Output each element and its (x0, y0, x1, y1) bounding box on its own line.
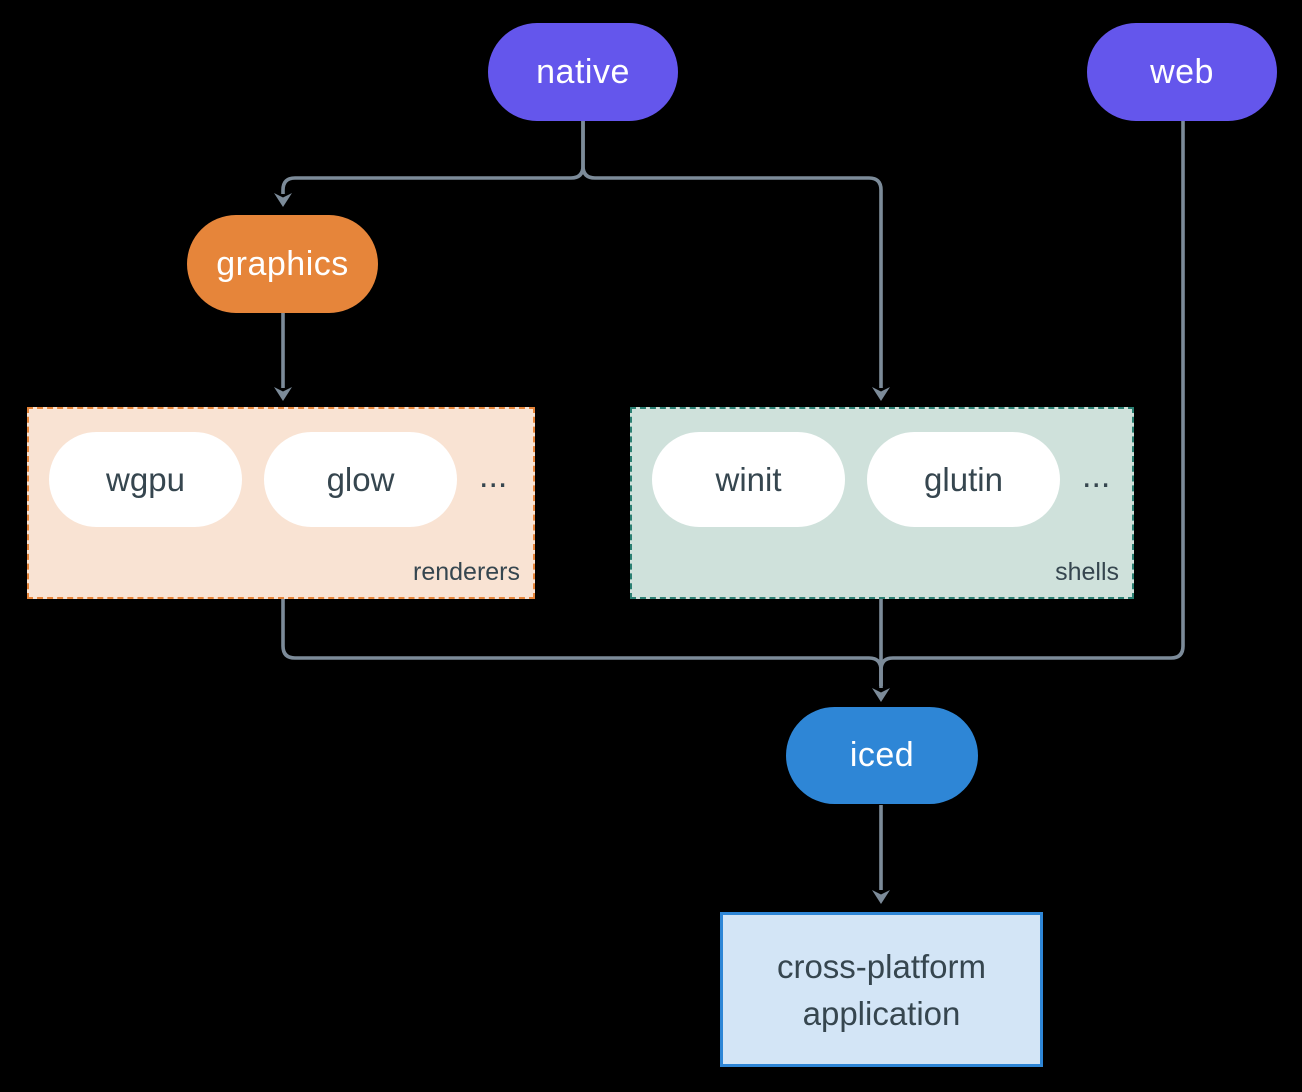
application-label-line2: application (802, 994, 961, 1032)
application-label-line1: cross-platform (776, 947, 987, 985)
edge-native-shells (581, 121, 883, 388)
arrowhead-down-icon (872, 387, 890, 401)
group-renderers: wgpu glow ... renderers (27, 407, 535, 599)
edge-native-graphics (281, 121, 585, 194)
edge-renderers-iced (281, 599, 883, 686)
renderers-pill-row: wgpu glow ... (29, 409, 533, 527)
node-graphics: graphics (187, 215, 378, 313)
group-label-shells: shells (1055, 558, 1119, 586)
pill-winit: winit (652, 432, 845, 527)
node-cross-platform-application: cross-platform application (720, 912, 1043, 1067)
arrowhead-down-icon (274, 387, 292, 401)
node-web: web (1087, 23, 1277, 121)
pill-wgpu: wgpu (49, 432, 242, 527)
renderers-ellipsis: ... (479, 457, 508, 495)
group-shells: winit glutin ... shells (630, 407, 1134, 599)
shells-pill-row: winit glutin ... (632, 409, 1132, 527)
group-label-renderers: renderers (413, 558, 520, 586)
arrowhead-down-icon (872, 890, 890, 904)
pill-glow: glow (264, 432, 457, 527)
node-native: native (488, 23, 678, 121)
arrowhead-down-icon (274, 193, 292, 207)
arrowhead-down-icon (872, 688, 890, 702)
pill-glutin: glutin (867, 432, 1060, 527)
edge-web-iced (879, 121, 1185, 686)
shells-ellipsis: ... (1082, 457, 1111, 495)
node-iced: iced (786, 707, 978, 804)
